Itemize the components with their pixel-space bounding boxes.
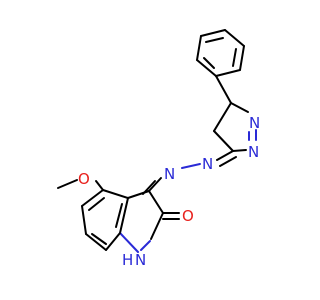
atom-o-carbonyl: O xyxy=(182,207,194,225)
phenyl-pyrazoline-bond xyxy=(215,75,232,104)
atom-n-pyrazoline-lower: N xyxy=(248,143,259,161)
atom-n-hydrazone-2: N xyxy=(164,165,175,183)
hydrazone-linker xyxy=(142,150,237,195)
phenyl-ring xyxy=(196,29,245,77)
atom-n-indole: N xyxy=(135,251,146,269)
atom-n-hydrazone-1: N xyxy=(202,155,213,173)
atom-h-indole: H xyxy=(122,251,133,269)
molecule-structure: N N N N O O N H xyxy=(57,29,260,269)
indolinone-core xyxy=(81,189,180,253)
pyrazoline-ring xyxy=(213,102,257,152)
methoxy-group xyxy=(57,179,104,191)
atom-n-pyrazoline-upper: N xyxy=(249,114,260,132)
atom-o-methoxy: O xyxy=(78,170,90,188)
